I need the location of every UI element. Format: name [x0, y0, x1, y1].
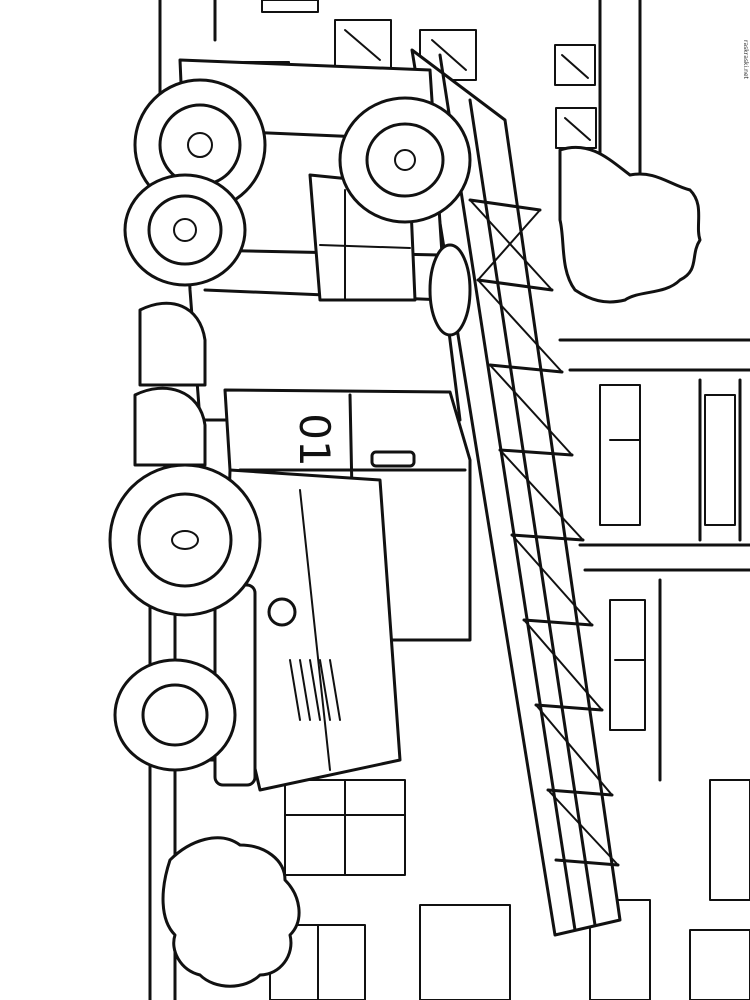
wheel-front-far	[113, 658, 237, 772]
wheel-rear-far	[338, 96, 472, 224]
wheel-rear-2	[123, 173, 247, 287]
wheel-front	[108, 463, 262, 617]
watermark: raskraski.net	[742, 40, 749, 80]
truck-number: 01	[290, 413, 339, 466]
tree-upper-right	[558, 145, 702, 304]
tree-lower-left	[161, 836, 301, 988]
